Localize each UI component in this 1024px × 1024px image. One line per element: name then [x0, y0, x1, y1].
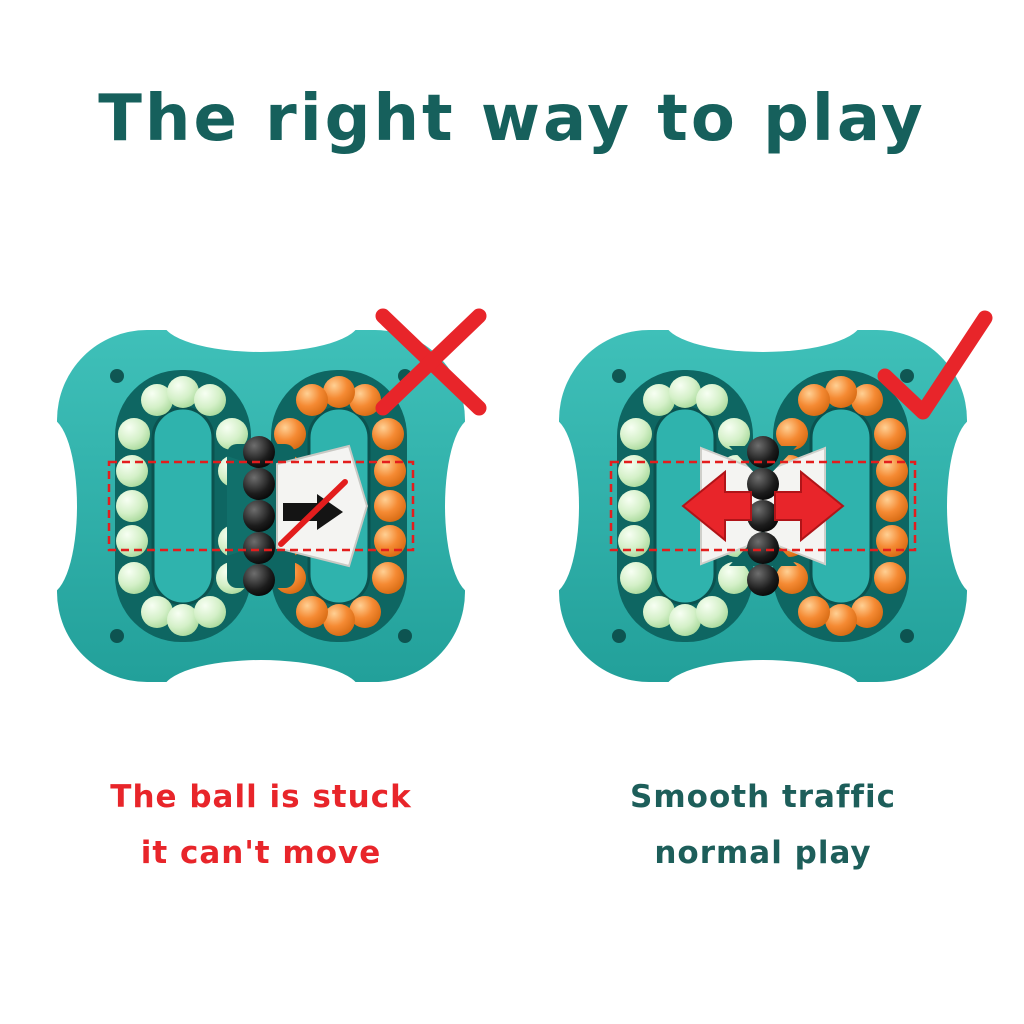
black-bead — [747, 436, 779, 468]
caption-line: The ball is stuck — [110, 779, 412, 815]
black-bead — [243, 500, 275, 532]
wrong-way-figure: The ball is stuck it can't move — [31, 296, 491, 882]
center-mechanism-stuck — [227, 436, 369, 596]
black-bead — [243, 436, 275, 468]
black-bead — [747, 564, 779, 596]
blocked-right-arrow-icon — [278, 479, 348, 547]
right-way-caption: Smooth traffic normal play — [630, 770, 896, 882]
toys-row: The ball is stuck it can't move — [31, 296, 993, 882]
right-way-figure: Smooth traffic normal play — [533, 296, 993, 882]
black-bead — [747, 532, 779, 564]
black-bead — [243, 564, 275, 596]
big-right-arrow-icon — [774, 469, 845, 543]
black-bead — [747, 500, 779, 532]
check-icon — [877, 310, 993, 420]
black-beads-column — [747, 436, 779, 596]
wrong-way-caption: The ball is stuck it can't move — [110, 770, 411, 882]
caption-line: it can't move — [140, 834, 382, 871]
black-bead — [243, 532, 275, 564]
cross-icon — [375, 308, 487, 416]
black-bead — [747, 468, 779, 500]
page-title: The right way to play — [98, 82, 926, 156]
black-beads-column — [243, 436, 275, 596]
caption-line: Smooth traffic — [630, 779, 896, 815]
right-way-toy-illustration — [533, 296, 993, 716]
caption-line: normal play — [654, 834, 872, 871]
black-bead — [243, 468, 275, 500]
big-left-arrow-icon — [681, 469, 752, 543]
wrong-way-toy-illustration — [31, 296, 491, 716]
